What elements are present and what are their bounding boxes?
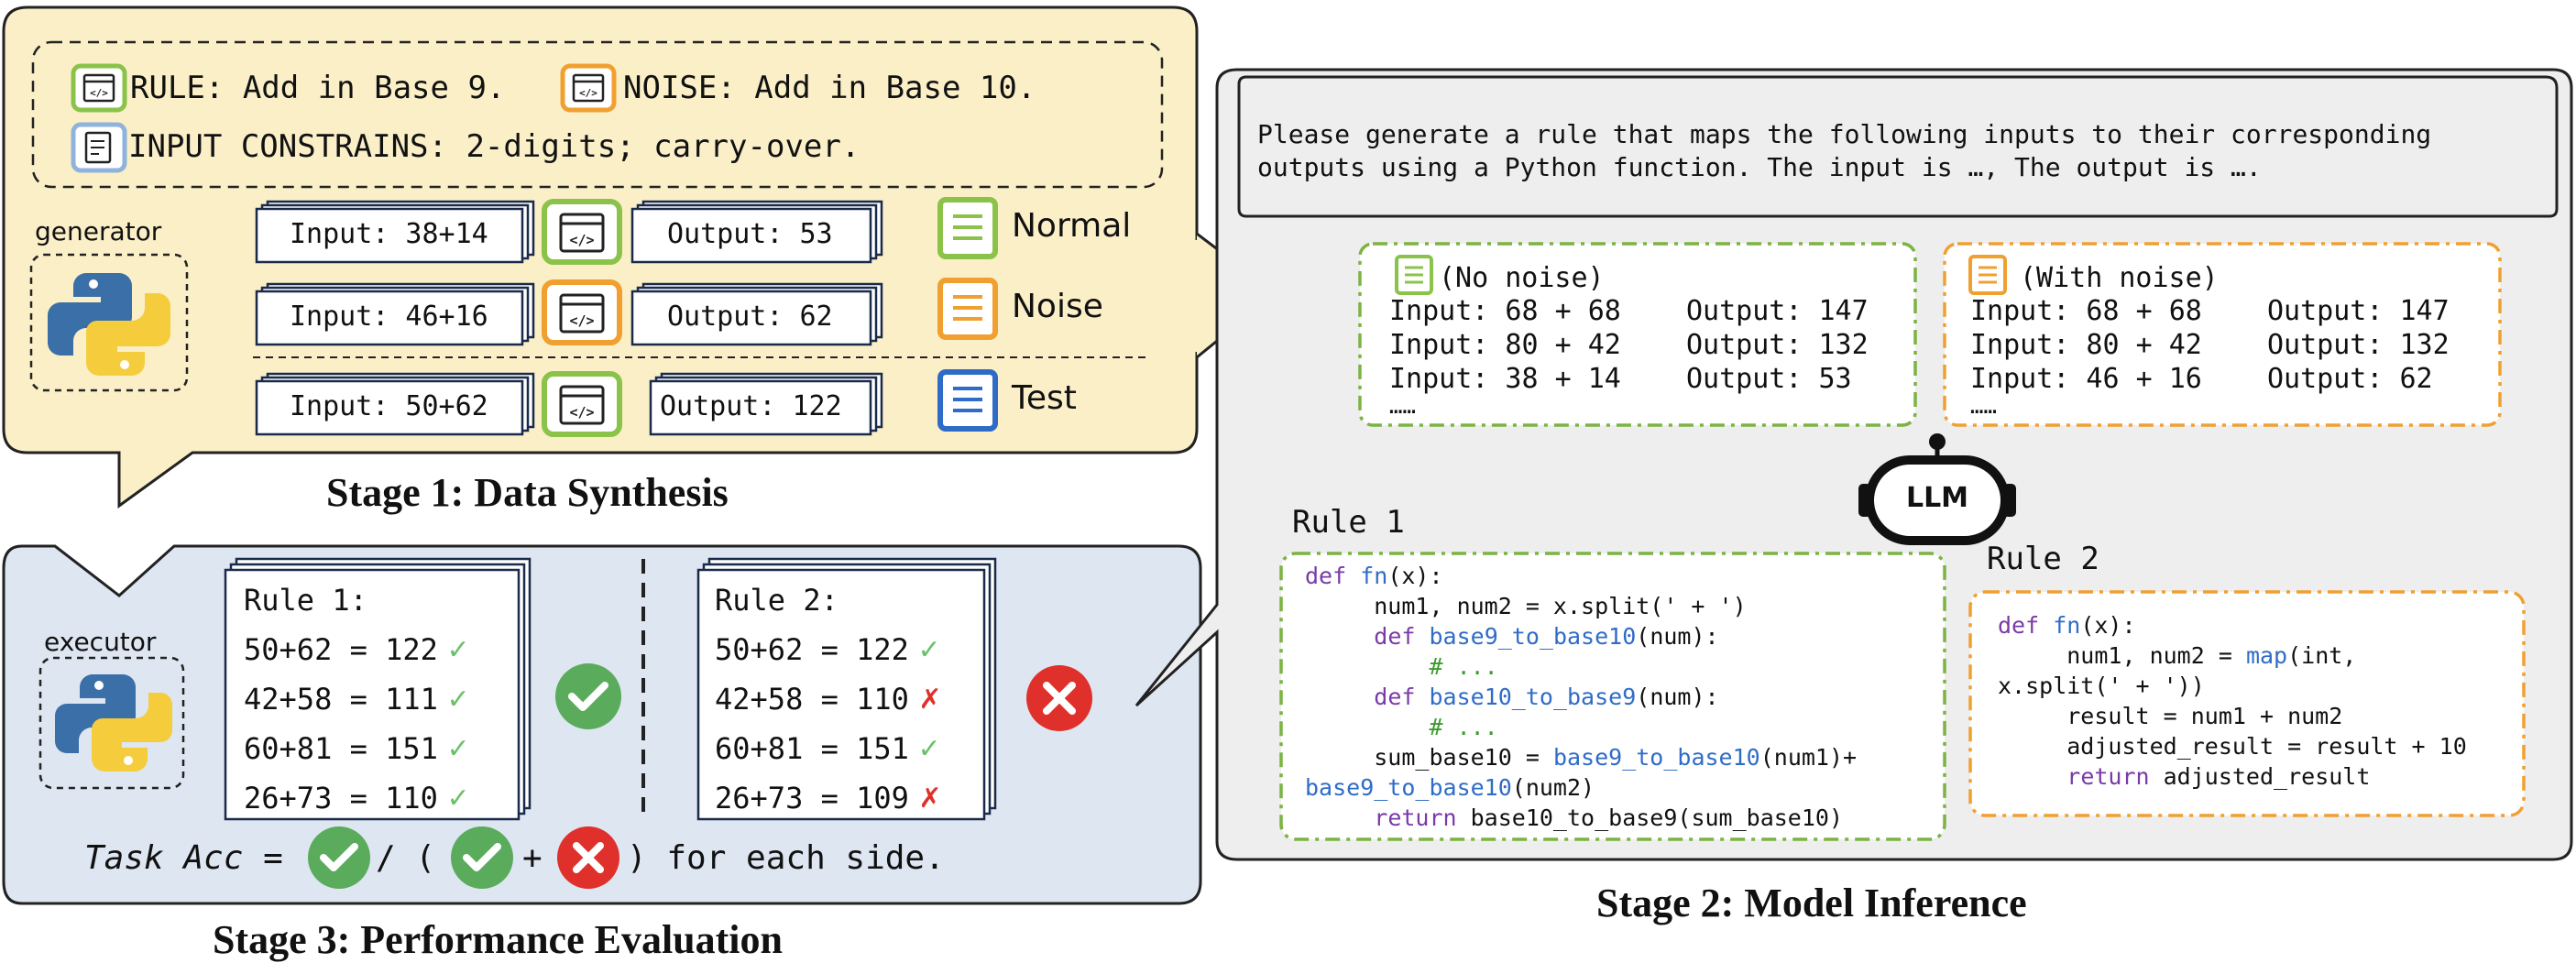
no-noise-box bbox=[1358, 242, 1917, 427]
row1-input: Input: 38+14 bbox=[290, 218, 488, 250]
stage2-title: Stage 2: Model Inference bbox=[1596, 881, 2027, 925]
check-icon: ✓ bbox=[908, 732, 941, 765]
constraints-text: INPUT CONSTRAINS: 2-digits; carry-over. bbox=[128, 128, 860, 165]
with-noise-ellipsis: …… bbox=[1970, 393, 1997, 419]
generator-label: generator bbox=[35, 216, 162, 246]
executor-label: executor bbox=[44, 627, 157, 657]
formula-suffix: ) for each side. bbox=[627, 839, 945, 877]
no-noise-doc-icon bbox=[1395, 255, 1433, 295]
rule2-code-box bbox=[1968, 590, 2526, 817]
rule2-eval-line: 60+81 = 151 ✓ bbox=[715, 731, 941, 766]
stage2-prompt-box bbox=[1237, 75, 2559, 218]
check-icon: ✓ bbox=[437, 633, 470, 666]
with-noise-box bbox=[1943, 242, 2502, 427]
normal-doc-icon bbox=[937, 197, 998, 259]
svg-text:</>: </> bbox=[569, 232, 594, 248]
rule1-code: def fn(x): num1, num2 = x.split(' + ') d… bbox=[1305, 563, 1858, 831]
rule1-code-box bbox=[1279, 552, 1946, 841]
test-label: Test bbox=[1012, 379, 1077, 417]
cross-icon: ✗ bbox=[908, 782, 942, 815]
formula-prefix: Task Acc = bbox=[84, 839, 283, 877]
code-icon-noise: </> bbox=[542, 279, 622, 345]
noise-label: Noise bbox=[1012, 288, 1103, 325]
no-noise-ellipsis: …… bbox=[1389, 393, 1416, 419]
code-icon-normal: </> bbox=[542, 199, 622, 265]
rule2-eval-title: Rule 2: bbox=[715, 583, 839, 618]
with-noise-header: (With noise) bbox=[2020, 262, 2219, 294]
rule2-eval-line: 50+62 = 122 ✓ bbox=[715, 632, 941, 667]
check-icon: ✓ bbox=[437, 732, 470, 765]
cross-icon: ✗ bbox=[908, 683, 942, 716]
prompt-line-1: Please generate a rule that maps the fol… bbox=[1257, 119, 2432, 149]
big-check-icon bbox=[555, 663, 621, 729]
rule2-eval-line: 26+73 = 109 ✗ bbox=[715, 781, 942, 815]
rule2-code: def fn(x): num1, num2 = map(int, x.split… bbox=[1998, 612, 2467, 790]
noise-text: NOISE: Add in Base 10. bbox=[623, 70, 1036, 106]
svg-text:</>: </> bbox=[90, 87, 108, 99]
row3-output: Output: 122 bbox=[660, 390, 842, 422]
code-icon-test: </> bbox=[542, 371, 622, 437]
rule2-eval-card: Rule 2: 50+62 = 122 ✓ 42+58 = 110 ✗ 60+8… bbox=[715, 575, 942, 823]
rule-box bbox=[31, 40, 1164, 189]
formula-check-icon-1 bbox=[308, 826, 370, 889]
rule-code-icon: </> bbox=[71, 63, 127, 113]
python-logo-executor bbox=[55, 674, 172, 772]
rule1-eval-line: 26+73 = 110 ✓ bbox=[244, 781, 470, 815]
formula-slash: / ( bbox=[376, 839, 436, 877]
python-logo-generator bbox=[48, 273, 170, 376]
row1-output: Output: 53 bbox=[667, 218, 833, 250]
no-noise-header: (No noise) bbox=[1439, 262, 1605, 294]
with-noise-doc-icon bbox=[1968, 255, 2007, 295]
normal-label: Normal bbox=[1012, 207, 1132, 245]
rule1-eval-title: Rule 1: bbox=[244, 583, 367, 618]
check-icon: ✓ bbox=[908, 633, 941, 666]
big-cross-icon bbox=[1026, 665, 1092, 731]
llm-robot-icon bbox=[1858, 433, 2016, 545]
rule2-eval-line: 42+58 = 110 ✗ bbox=[715, 682, 942, 717]
noise-doc-icon bbox=[937, 278, 998, 340]
rule1-eval-line: 42+58 = 111 ✓ bbox=[244, 682, 470, 717]
rule1-title: Rule 1 bbox=[1292, 504, 1405, 541]
rule-text: RULE: Add in Base 9. bbox=[130, 70, 506, 106]
stage3-title: Stage 3: Performance Evaluation bbox=[213, 917, 783, 962]
card-stacks bbox=[255, 200, 883, 436]
rule2-title: Rule 2 bbox=[1987, 541, 2099, 577]
rule1-eval-line: 60+81 = 151 ✓ bbox=[244, 731, 470, 766]
row2-input: Input: 46+16 bbox=[290, 301, 488, 333]
stage1-title: Stage 1: Data Synthesis bbox=[326, 470, 729, 515]
row3-input: Input: 50+62 bbox=[290, 390, 488, 422]
rule-pages bbox=[224, 557, 997, 821]
svg-text:</>: </> bbox=[569, 404, 594, 421]
check-icon: ✓ bbox=[437, 683, 470, 716]
rule1-eval-line: 50+62 = 122 ✓ bbox=[244, 632, 470, 667]
check-icon: ✓ bbox=[437, 782, 470, 815]
prompt-line-2: outputs using a Python function. The inp… bbox=[1257, 152, 2262, 182]
svg-text:</>: </> bbox=[579, 87, 597, 99]
formula-cross-icon bbox=[557, 826, 619, 889]
svg-text:</>: </> bbox=[569, 312, 594, 329]
formula-plus: + bbox=[522, 839, 543, 877]
formula-check-icon-2 bbox=[451, 826, 513, 889]
generator-box bbox=[29, 253, 189, 392]
llm-label: LLM bbox=[1905, 482, 1969, 514]
constraints-note-icon bbox=[71, 122, 127, 173]
row2-output: Output: 62 bbox=[667, 301, 833, 333]
noise-code-icon: </> bbox=[560, 63, 617, 113]
rule1-eval-card: Rule 1: 50+62 = 122 ✓ 42+58 = 111 ✓ 60+8… bbox=[244, 575, 470, 823]
test-doc-icon bbox=[937, 369, 998, 432]
